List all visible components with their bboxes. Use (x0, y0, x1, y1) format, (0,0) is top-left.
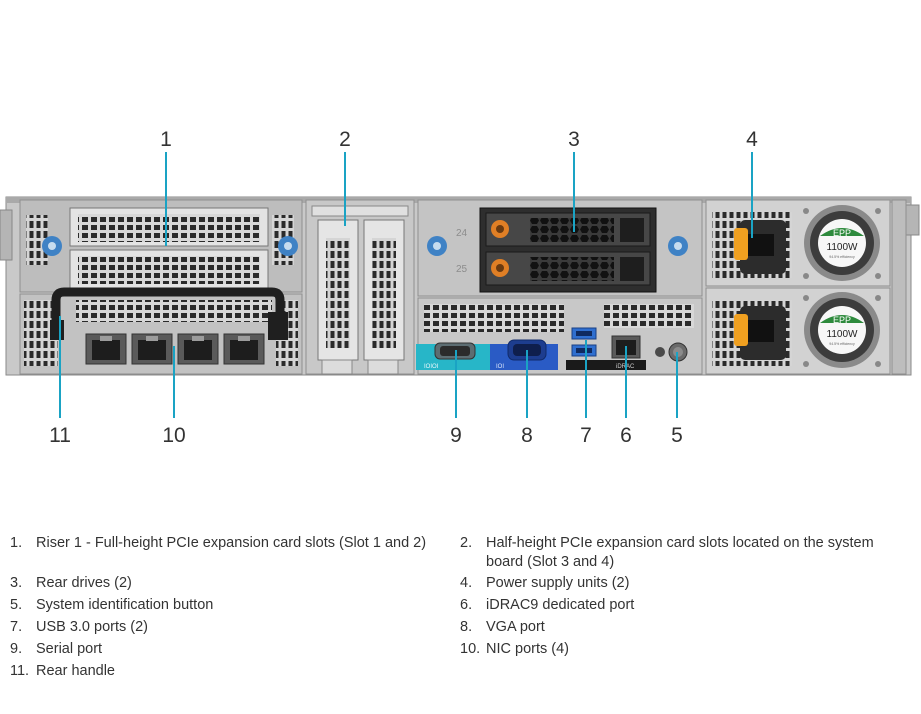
riser-1-slots (19, 199, 303, 293)
usb-port[interactable] (571, 344, 597, 357)
psu[interactable]: EPP 1100W 94.5% efficiency (705, 199, 891, 287)
callout-5: 5 (671, 424, 683, 447)
legend-item-7: 7.USB 3.0 ports (2) (10, 619, 149, 635)
drive-bay-label: 25 (456, 264, 468, 275)
usb-port[interactable] (571, 327, 597, 340)
rear-drives: 24 25 (417, 199, 703, 297)
legend-item-8: 8.VGA port (460, 619, 545, 635)
ground-icon (655, 347, 665, 357)
callout-1: 1 (160, 128, 172, 151)
legend-item-6: 6.iDRAC9 dedicated port (460, 597, 635, 613)
callout-7: 7 (580, 424, 592, 447)
psu-brand: EPP (833, 228, 851, 238)
callout-3: 3 (568, 128, 580, 151)
nic-area (19, 293, 303, 375)
legend-item-4: 4.Power supply units (2) (460, 575, 630, 591)
callout-11: 11 (49, 424, 71, 447)
psu-eff: 94.5% efficiency (829, 342, 855, 346)
serial-label: IOIOI (424, 364, 439, 370)
nic-port[interactable] (223, 333, 265, 365)
callout-2: 2 (339, 128, 351, 151)
psu-watt: 1100W (827, 242, 859, 253)
power-supplies: EPP 1100W 94.5% efficiency EPP 1100W 94.… (705, 199, 907, 375)
psu-eff: 94.5% efficiency (829, 255, 855, 259)
legend-item-11: 11.Rear handle (10, 663, 115, 679)
psu-brand: EPP (833, 315, 851, 325)
rear-drive[interactable] (485, 251, 651, 286)
callout-lines (59, 152, 753, 418)
nic-port[interactable] (177, 333, 219, 365)
legend-item-1: 1.Riser 1 - Full-height PCIe expansion c… (10, 535, 427, 551)
legend-item-9: 9.Serial port (10, 641, 103, 657)
callout-6: 6 (620, 424, 632, 447)
io-panel: IOIOI IOI iDRAC (416, 297, 703, 375)
callout-8: 8 (521, 424, 533, 447)
legend-item-5: 5.System identification button (10, 597, 214, 613)
half-height-slots (305, 199, 415, 375)
callout-9: 9 (450, 424, 462, 447)
drive-bay-label: 24 (456, 228, 468, 239)
legend-item-2: 2.Half-height PCIe expansion card slots … (460, 535, 874, 570)
callout-numbers: 1 2 3 4 5 6 7 8 9 10 11 (49, 128, 758, 447)
callout-4: 4 (746, 128, 758, 151)
psu[interactable]: EPP 1100W 94.5% efficiency (705, 287, 891, 375)
legend-item-10: 10.NIC ports (4) (460, 641, 569, 657)
nic-port[interactable] (131, 333, 173, 365)
legend-item-3: 3.Rear drives (2) (10, 575, 132, 591)
rear-drive[interactable] (485, 212, 651, 247)
psu-watt: 1100W (827, 329, 859, 340)
vga-label: IOI (496, 364, 504, 370)
nic-port[interactable] (85, 333, 127, 365)
callout-10: 10 (162, 424, 185, 447)
